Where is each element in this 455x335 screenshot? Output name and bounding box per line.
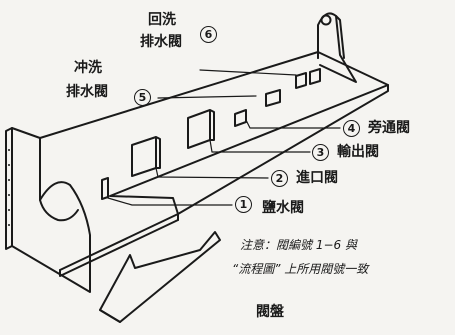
leader-line-6: [199, 69, 297, 76]
valve-6-label-line2: 排水閥: [140, 34, 182, 50]
front-bracket-side: [99, 309, 121, 323]
valve-block-6b: [309, 68, 321, 85]
leader-line-1: [107, 197, 233, 206]
valve-4-number-badge: 4: [343, 120, 360, 137]
valve-6-number-badge: 6: [200, 26, 217, 43]
back-bracket-hole: [320, 14, 332, 26]
left-bracket-rivets: [8, 149, 10, 226]
front-bracket: [99, 231, 221, 323]
valve-2-label: 進口閥: [296, 170, 338, 186]
valve-block-6a: [295, 72, 307, 89]
valve-block-5: [265, 89, 281, 107]
panel-plate-bottom: [59, 219, 179, 277]
valve-block-2: [131, 136, 161, 177]
valve-1-number-badge: 1: [235, 196, 252, 213]
left-bracket: [11, 127, 91, 293]
valve-block-4: [234, 109, 247, 127]
leader-line-3: [209, 139, 311, 153]
back-bracket-side: [335, 15, 345, 59]
note-line1: 注意：閥編號 1−6 與: [240, 238, 357, 252]
valve-5-label-line2: 排水閥: [66, 84, 108, 100]
figure-caption: 閥盤: [256, 304, 284, 320]
valve-5-number-badge: 5: [134, 89, 151, 106]
left-bracket-cutout: [39, 199, 79, 222]
valve-4-label: 旁通閥: [368, 120, 410, 136]
valve-3-label: 輸出閥: [337, 144, 379, 160]
leader-line-4: [245, 119, 341, 129]
back-bracket: [317, 12, 357, 83]
valve-block-1: [101, 177, 109, 200]
valve-5-label-line1: 冲洗: [74, 60, 102, 76]
valve-2-number-badge: 2: [271, 170, 288, 187]
leader-line-2: [155, 167, 269, 179]
left-bracket-side: [5, 127, 13, 250]
leader-line-5: [157, 95, 257, 99]
note-line2: “流程圖” 上所用閥號一致: [232, 262, 369, 276]
valve-3-number-badge: 3: [312, 144, 329, 161]
valve-6-label-line1: 回洗: [148, 12, 176, 28]
valve-1-label: 鹽水閥: [262, 200, 304, 216]
